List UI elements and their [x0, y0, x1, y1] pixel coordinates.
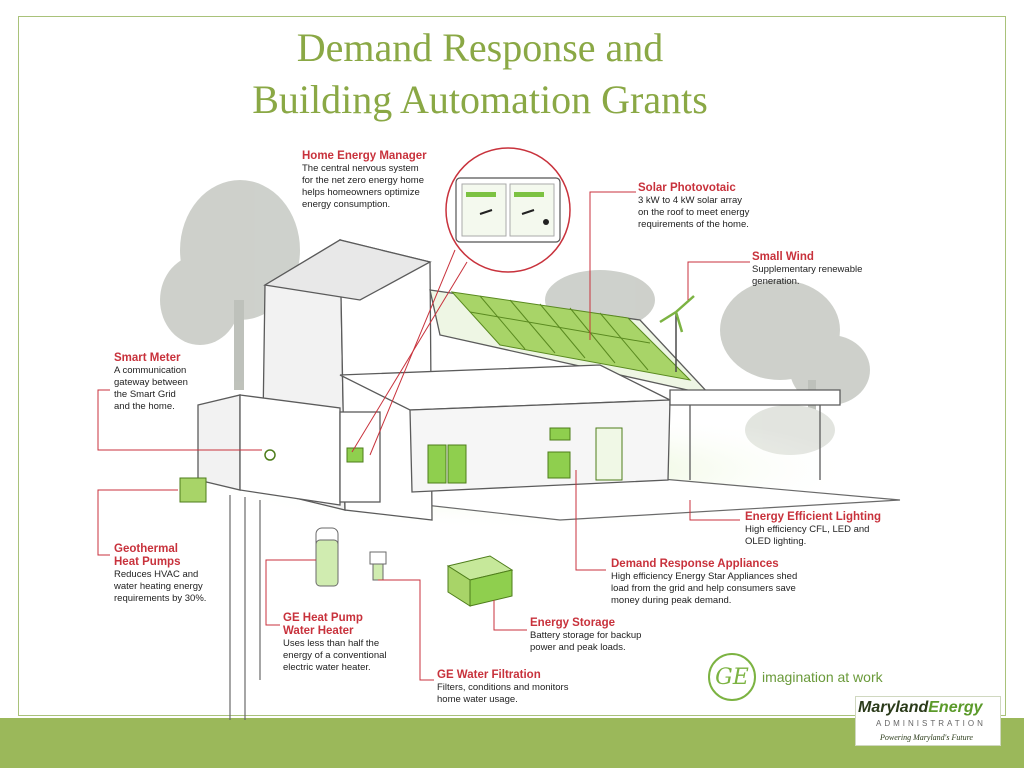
mea-name-part1: Maryland	[858, 699, 929, 716]
callout-body: Supplementary renewable generation.	[752, 264, 863, 287]
callout-body: The central nervous system for the net z…	[302, 163, 424, 210]
mea-subtitle: ADMINISTRATION	[876, 719, 986, 728]
mea-name: MarylandEnergy	[858, 699, 983, 717]
callout-body: 3 kW to 4 kW solar array on the roof to …	[638, 195, 750, 230]
callout-body: Uses less than half the energy of a conv…	[283, 638, 387, 673]
callout-heading: Energy Storage	[530, 617, 615, 629]
callout-heading: Demand Response Appliances	[611, 558, 779, 570]
callout-smart-meter: Smart Meter A communication gateway betw…	[114, 352, 214, 413]
slide-frame	[18, 16, 1006, 716]
wind-turbine-icon	[659, 295, 695, 372]
maryland-energy-logo: MarylandEnergy ADMINISTRATION Powering M…	[855, 696, 1001, 746]
callout-heading: Geothermal Heat Pumps	[114, 543, 181, 568]
house-structure	[197, 238, 841, 521]
demand-response-appliances	[427, 427, 623, 484]
callout-heading: Smart Meter	[114, 352, 181, 364]
slide-title-line2: Building Automation Grants	[252, 77, 708, 122]
callout-heading: GE Water Filtration	[437, 669, 541, 681]
callout-geothermal-heat-pumps: Geothermal Heat Pumps Reduces HVAC and w…	[114, 543, 224, 605]
energy-storage-icon	[446, 555, 514, 607]
callout-body: Battery storage for backup power and pea…	[530, 630, 642, 653]
bottom-accent-band	[0, 718, 1024, 768]
callout-heading: Energy Efficient Lighting	[745, 511, 882, 523]
ge-tagline: imagination at work	[762, 669, 883, 685]
callout-body: High efficiency CFL, LED and OLED lighti…	[745, 524, 870, 547]
callout-leader-lines	[97, 191, 750, 681]
callout-body: High efficiency Energy Star Appliances s…	[611, 571, 798, 606]
callout-energy-storage: Energy Storage Battery storage for backu…	[530, 617, 670, 654]
callout-heading: Solar Photovotaic	[638, 182, 736, 194]
callout-demand-response-appliances: Demand Response Appliances High efficien…	[611, 558, 821, 607]
callout-water-filtration: GE Water Filtration Filters, conditions …	[437, 669, 597, 706]
solar-panel-icon	[450, 291, 692, 381]
home-energy-manager-icon	[445, 147, 571, 273]
mea-slogan: Powering Maryland's Future	[880, 733, 973, 742]
callout-body: Filters, conditions and monitors home wa…	[437, 682, 569, 705]
callout-small-wind: Small Wind Supplementary renewable gener…	[752, 251, 882, 288]
callout-energy-efficient-lighting: Energy Efficient Lighting High efficienc…	[745, 511, 895, 548]
callout-body: Reduces HVAC and water heating energy re…	[114, 569, 207, 604]
smart-meter-icon	[264, 447, 364, 463]
water-filter-icon	[369, 551, 387, 581]
callout-home-energy-manager: Home Energy Manager The central nervous …	[302, 150, 442, 211]
callout-solar-photovoltaic: Solar Photovotaic 3 kW to 4 kW solar arr…	[638, 182, 778, 231]
geothermal-heat-pump-unit	[179, 477, 207, 503]
water-heater-icon	[315, 527, 339, 587]
callout-heat-pump-water-heater: GE Heat Pump Water Heater Uses less than…	[283, 612, 413, 674]
callout-heading: GE Heat Pump Water Heater	[283, 612, 363, 637]
mea-name-part2: Energy	[928, 699, 983, 716]
callout-body: A communication gateway between the Smar…	[114, 365, 188, 412]
ge-logo-icon: GE	[708, 653, 756, 701]
callout-heading: Small Wind	[752, 251, 814, 263]
slide-title-line1: Demand Response and	[296, 25, 664, 70]
callout-heading: Home Energy Manager	[302, 150, 427, 162]
